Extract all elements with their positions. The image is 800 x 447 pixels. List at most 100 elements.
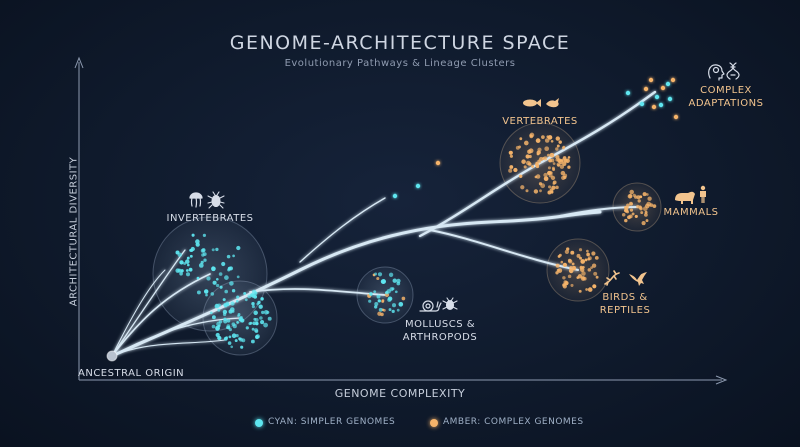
cluster-point xyxy=(586,252,590,257)
cluster-point xyxy=(647,196,652,201)
label-molluscs: MOLLUSCS & ARTHROPODS xyxy=(385,318,495,344)
cluster-point xyxy=(587,287,593,292)
label-birds-line2: REPTILES xyxy=(599,305,651,316)
cluster-point xyxy=(562,161,567,166)
spark-point xyxy=(667,96,673,102)
cluster-point xyxy=(555,185,559,190)
cluster-point xyxy=(221,261,226,267)
cluster-point xyxy=(640,211,644,215)
label-molluscs-line2: ARTHROPODS xyxy=(402,332,478,343)
ant-icon xyxy=(442,297,458,311)
cluster-point xyxy=(561,146,565,150)
cluster-point xyxy=(592,284,597,289)
cluster-point xyxy=(245,326,249,330)
label-vertebrates: VERTEBRATES xyxy=(502,116,578,127)
cluster-point xyxy=(639,206,643,211)
diagram-title: GENOME-ARCHITECTURE SPACE xyxy=(229,32,571,54)
cluster-point xyxy=(391,309,395,314)
cluster-point xyxy=(380,279,386,284)
cluster-point xyxy=(251,327,255,331)
cluster-point xyxy=(591,251,596,256)
cluster-point xyxy=(200,248,205,253)
cluster-point xyxy=(579,265,583,269)
cluster-point xyxy=(380,312,384,317)
cluster-point xyxy=(552,182,556,185)
cluster-point xyxy=(586,249,589,253)
cluster-point xyxy=(232,254,235,258)
cluster-point xyxy=(251,301,255,306)
cluster-point xyxy=(249,321,253,325)
cluster-point xyxy=(626,203,630,208)
cluster-point xyxy=(381,299,385,303)
cluster-point xyxy=(189,254,193,258)
label-molluscs-line1: MOLLUSCS & xyxy=(404,319,476,330)
cluster-point xyxy=(555,158,559,162)
cluster-point xyxy=(567,156,571,159)
cluster-point xyxy=(391,303,397,308)
cluster-point xyxy=(253,317,257,321)
cluster-point xyxy=(258,304,263,309)
cluster-point xyxy=(579,256,582,260)
spark-point xyxy=(654,94,660,100)
cluster-point xyxy=(226,318,231,323)
cluster-point xyxy=(595,275,599,279)
cluster-point xyxy=(209,311,213,315)
cluster-point xyxy=(567,165,571,169)
cluster-point xyxy=(203,289,209,294)
cluster-point xyxy=(536,152,540,156)
cluster-point xyxy=(645,193,649,196)
cluster-point xyxy=(224,289,228,294)
cluster-point xyxy=(235,299,239,303)
cluster-point xyxy=(562,262,568,268)
y-axis-arrow xyxy=(74,56,84,69)
cluster-point xyxy=(222,298,226,302)
cluster-point xyxy=(593,271,598,276)
cluster-point xyxy=(577,274,583,279)
cluster-point xyxy=(531,165,534,168)
cluster-point xyxy=(212,280,217,285)
cluster-point xyxy=(238,337,242,341)
cluster-point xyxy=(652,204,657,208)
cluster-point xyxy=(590,266,593,269)
cluster-point xyxy=(555,136,560,141)
cluster-point xyxy=(388,308,392,312)
cluster-point xyxy=(224,275,229,280)
cluster-point xyxy=(373,290,377,294)
cluster-point xyxy=(236,321,239,324)
cluster-point xyxy=(196,290,201,295)
cluster-point xyxy=(538,156,544,162)
cluster-point xyxy=(231,333,237,339)
cluster-point xyxy=(186,256,190,260)
cluster-point xyxy=(228,335,232,339)
bird-icon xyxy=(546,98,559,108)
cluster-point xyxy=(240,318,245,323)
cluster-point xyxy=(234,339,238,343)
cluster-point xyxy=(215,247,219,252)
cluster-point xyxy=(578,248,583,252)
cluster-point xyxy=(628,214,633,219)
cluster-point xyxy=(228,328,232,332)
cluster-point xyxy=(368,299,372,303)
cluster-point xyxy=(587,256,592,261)
cluster-point xyxy=(636,204,640,209)
cluster-point xyxy=(185,269,189,272)
cluster-point xyxy=(253,328,259,333)
cluster-point xyxy=(232,324,237,329)
cluster-point xyxy=(543,156,548,161)
cluster-point xyxy=(632,193,636,197)
cluster-point xyxy=(537,147,542,152)
cluster-point xyxy=(185,272,191,277)
cluster-point xyxy=(570,283,574,287)
spark-point xyxy=(665,81,671,87)
cluster-point xyxy=(629,189,634,195)
cluster-point xyxy=(230,345,234,349)
label-complex: COMPLEX ADAPTATIONS xyxy=(676,84,776,110)
spark-point xyxy=(658,102,664,108)
cluster-point xyxy=(211,248,215,252)
cluster-point xyxy=(401,296,406,301)
cluster-point xyxy=(567,274,572,279)
cluster-point xyxy=(255,321,259,326)
cluster-point xyxy=(533,189,539,194)
label-birds: BIRDS & REPTILES xyxy=(590,291,660,317)
beetle-icon xyxy=(207,191,225,209)
